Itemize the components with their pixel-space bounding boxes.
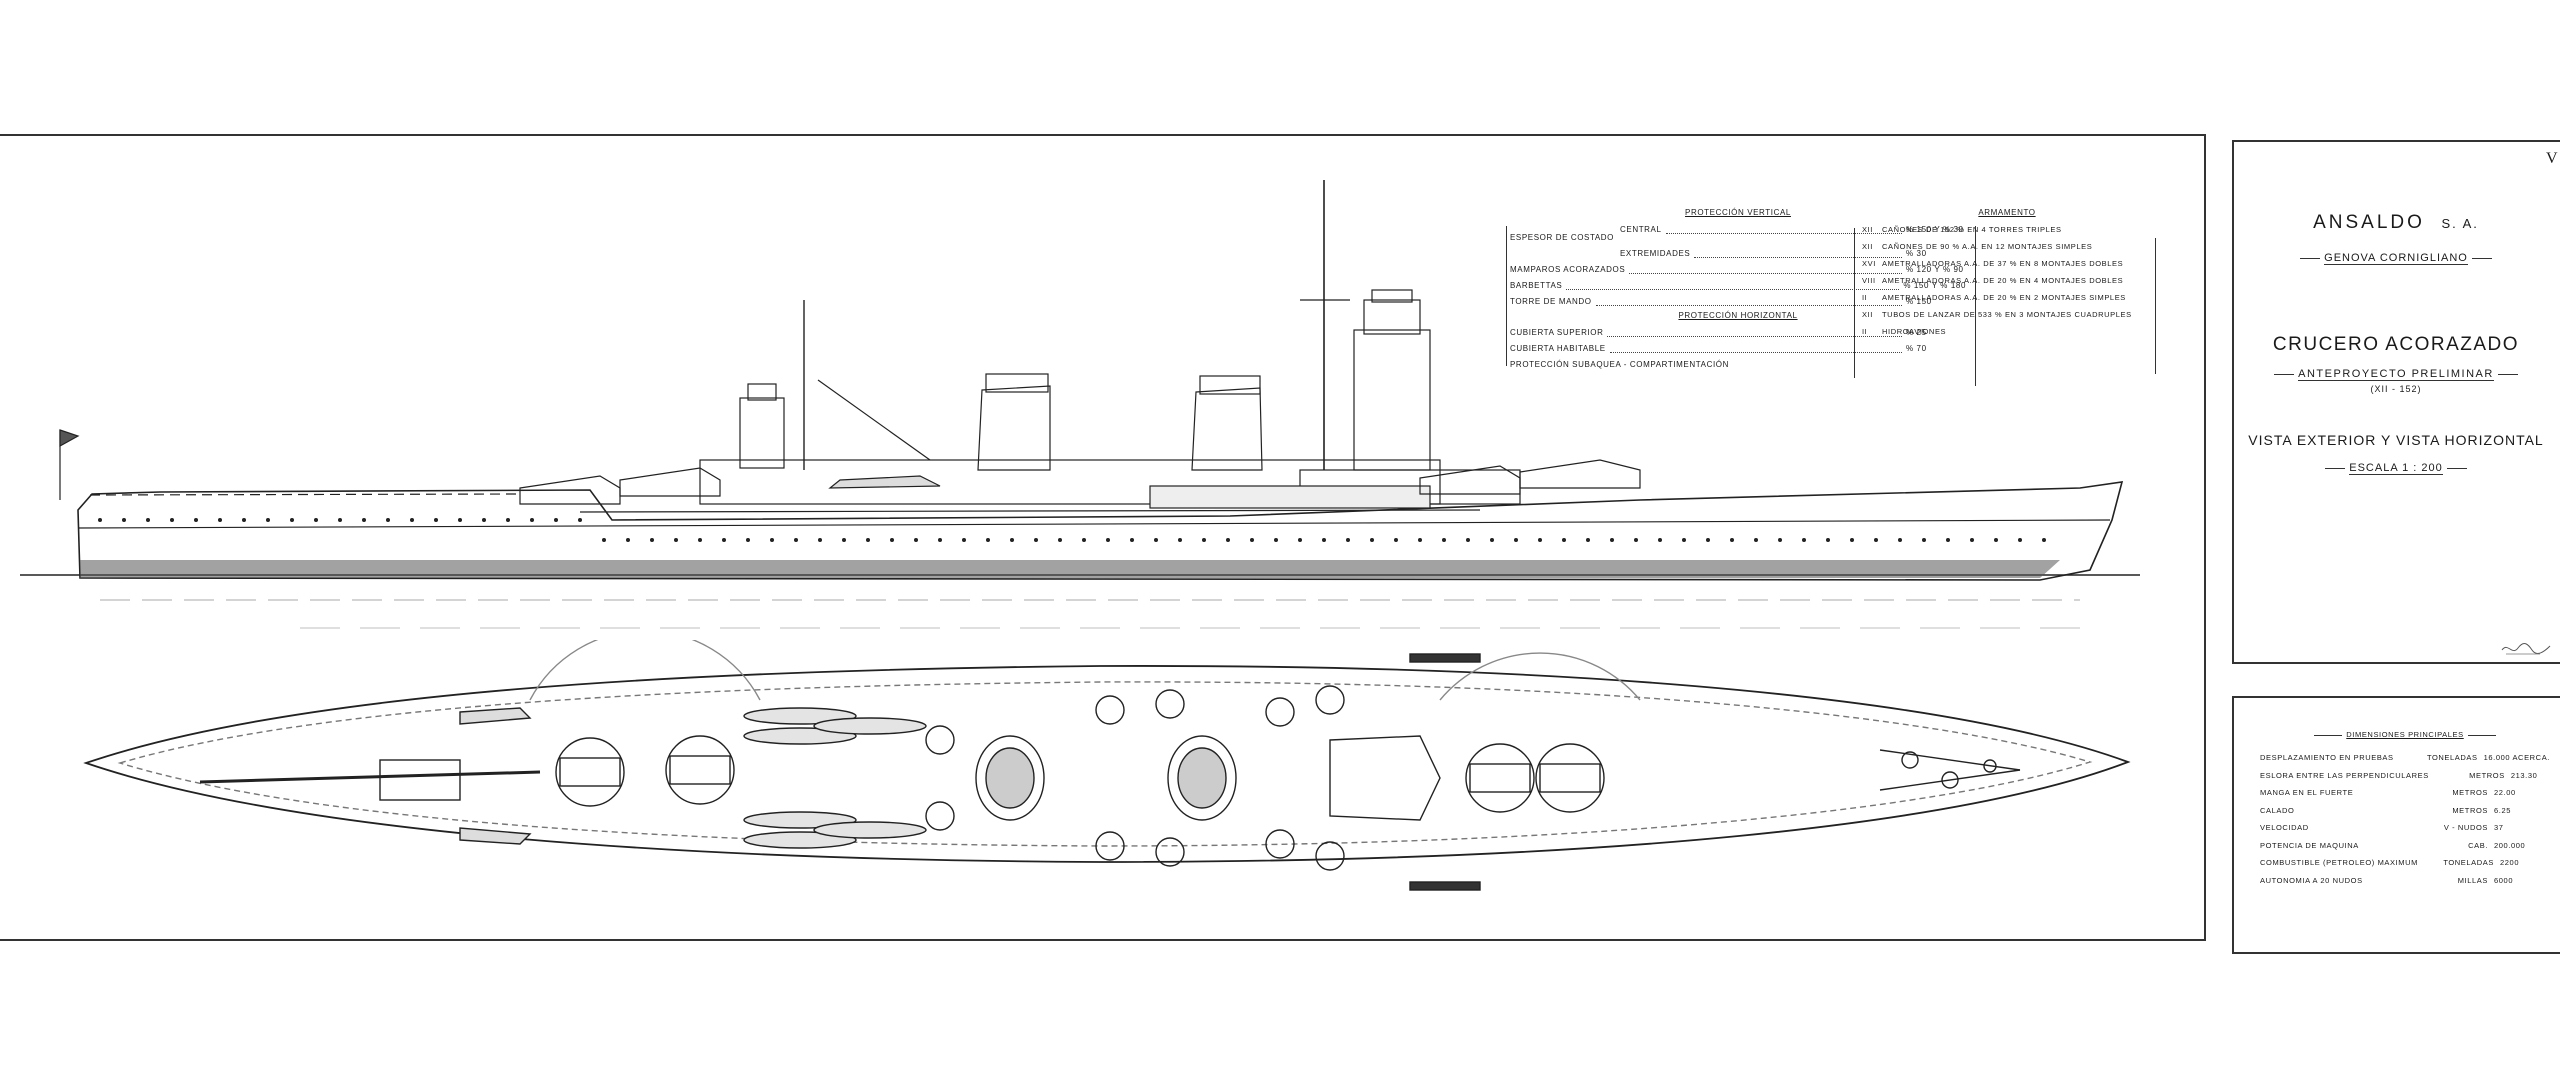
armament-row: XIITubos de lanzar de 533 % en 3 montaje… (1862, 310, 2132, 319)
armament-row: XIICañones de 152 % en 4 torres triples (1862, 225, 2062, 234)
armament-table: Armamento XIICañones de 152 % en 4 torre… (1854, 208, 2156, 378)
dimension-row: Autonomia a 20 nudosMillas6000 (2260, 875, 2514, 885)
dimension-row: CaladoMetros6.25 (2260, 805, 2511, 815)
protection-row: Mamparos acorazados% 120 y % 90 (1510, 264, 1964, 274)
side-elevation-drawing (20, 180, 2140, 629)
plan-view-drawing (83, 640, 2131, 891)
dimension-row: Desplazamiento en pruebasToneladas16.000… (2260, 753, 2550, 763)
armament-row: VIIIAmetralladoras A.A. de 20 % en 4 mon… (1862, 276, 2124, 285)
protection-row: Barbettas% 150 y % 180 (1510, 280, 1966, 290)
dimensions-table: Dimensiones principales Desplazamiento e… (2260, 730, 2550, 889)
protection-row: Protección subaquea - compartimentación (1510, 359, 1729, 369)
armament-row: IIHidroaviones (1862, 327, 1947, 336)
company-name: Ansaldo S. A. (2313, 212, 2479, 233)
title-block-frame (2232, 140, 2560, 664)
armament-row: XVIAmetralladoras A.A. de 37 % en 8 mont… (1862, 259, 2124, 268)
sheet-number: V (2546, 150, 2558, 167)
dimension-row: Potencia de maquinaCab.200.000 (2260, 840, 2526, 850)
armament-title: Armamento (1978, 208, 2036, 217)
protection-table: Protección vertical Central% 150 y % 30 … (1506, 208, 1976, 386)
protection-row: Central% 150 y % 30 (1620, 224, 1964, 234)
scale-label: Escala 1 : 200 (2232, 462, 2560, 475)
dimensions-frame (2232, 696, 2560, 954)
protection-row: Torre de mando% 150 (1510, 296, 1932, 306)
dimensions-title: Dimensiones principales (2260, 730, 2550, 739)
dimension-row: Manga en el fuerteMetros22.00 (2260, 788, 2516, 798)
protection-row: Cubierta habitable% 70 (1510, 343, 1927, 353)
armament-row: XIICañones de 90 % A.A. en 12 montajes s… (1862, 242, 2093, 251)
protection-row: Cubierta superior% 25 (1510, 327, 1927, 337)
dimension-row: VelocidadV - nudos37 (2260, 823, 2504, 833)
dimension-row: Eslora entre las perpendicularesMetros21… (2260, 770, 2538, 780)
views-label: Vista exterior y vista horizontal (2248, 432, 2544, 448)
armament-row: IIAmetralladoras A.A. de 20 % en 2 monta… (1862, 293, 2126, 302)
project-code: (XII - 152) (2370, 384, 2422, 394)
horizontal-protection-title: Protección horizontal (1678, 311, 1798, 320)
company-location: Genova Cornigliano (2232, 252, 2560, 265)
project-label: Anteproyecto preliminar (2232, 368, 2560, 381)
ship-type-title: Crucero acorazado (2272, 334, 2520, 355)
vertical-protection-title: Protección vertical (1685, 208, 1791, 217)
signature-mark (2501, 643, 2551, 655)
protection-row: Espesor de costado (1510, 232, 1615, 242)
main-drawing-frame (0, 134, 2206, 941)
protection-row: Extremidades% 30 (1620, 248, 1927, 258)
dimension-row: Combustible (petroleo) maximumToneladas2… (2260, 858, 2520, 868)
